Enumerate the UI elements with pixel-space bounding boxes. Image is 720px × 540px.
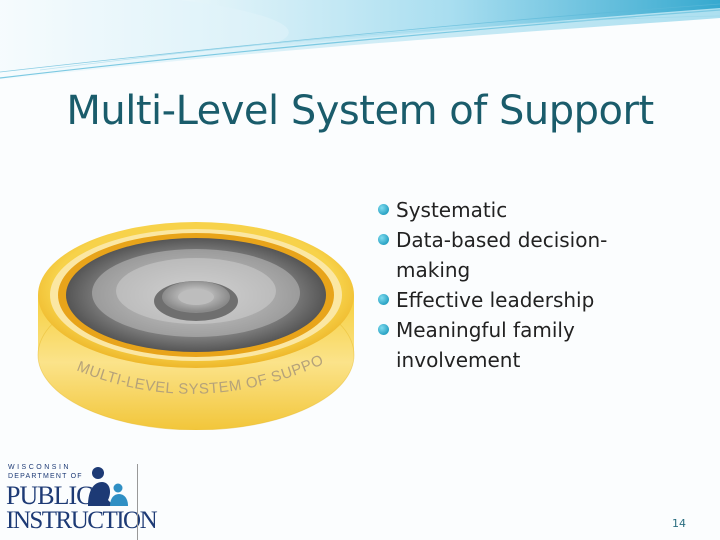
logo-line-department: DEPARTMENT OF [8,473,83,480]
teacher-student-icon [88,467,128,506]
bullet-item: Systematic [378,195,668,225]
bullet-list: Systematic Data-based decision-making Ef… [378,195,668,375]
logo-line-public: PUBLIC [6,481,93,510]
bullet-item: Effective leadership [378,285,668,315]
multi-level-support-disk-image: MULTI-LEVEL SYSTEM OF SUPPORT [36,215,355,430]
logo-line-wisconsin: WISCONSIN [8,464,71,471]
page-number: 14 [672,517,686,530]
dpi-logo: WISCONSIN DEPARTMENT OF PUBLIC INSTRUCTI… [0,458,158,540]
bullet-item: Data-based decision-making [378,225,626,285]
logo-line-instruction: INSTRUCTION [6,507,158,534]
slide-title: Multi-Level System of Support [66,88,654,134]
bullet-item: Meaningful family involvement [378,315,596,375]
logo-divider [137,464,138,540]
header-swoosh [0,0,720,80]
